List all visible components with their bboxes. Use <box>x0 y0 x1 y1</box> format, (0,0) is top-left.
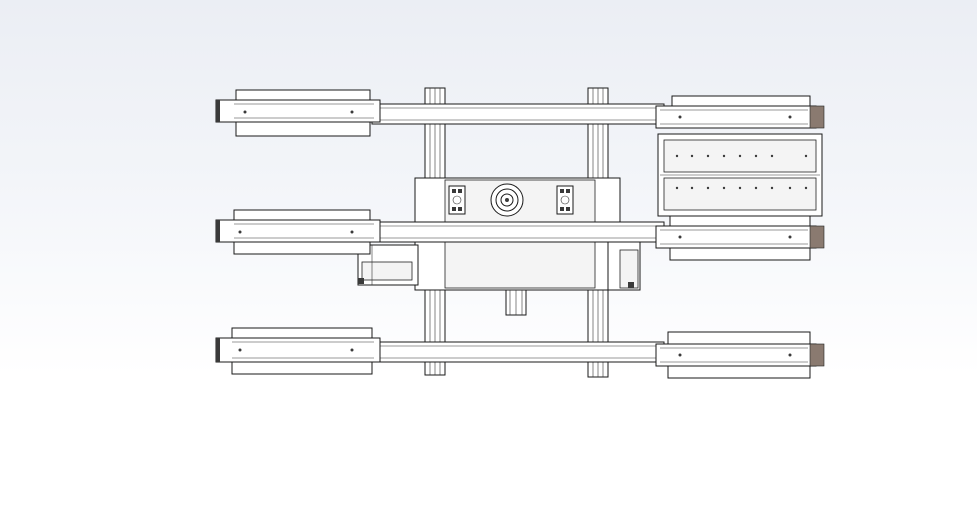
bottom-crossbar <box>371 341 665 363</box>
leg-left-middle <box>215 209 381 255</box>
leg-right-bottom <box>655 331 825 379</box>
right-bracket <box>607 227 641 291</box>
track-module <box>657 133 823 217</box>
leg-right-middle <box>655 215 825 261</box>
left-extrusion-profile <box>448 185 466 215</box>
leg-left-top <box>215 89 381 137</box>
top-crossbar <box>371 103 665 125</box>
middle-crossbar <box>373 221 665 243</box>
leg-right-top <box>655 95 825 129</box>
motor-shaft <box>505 289 527 316</box>
leg-left-bottom <box>215 327 381 375</box>
right-extrusion-profile <box>556 185 574 215</box>
